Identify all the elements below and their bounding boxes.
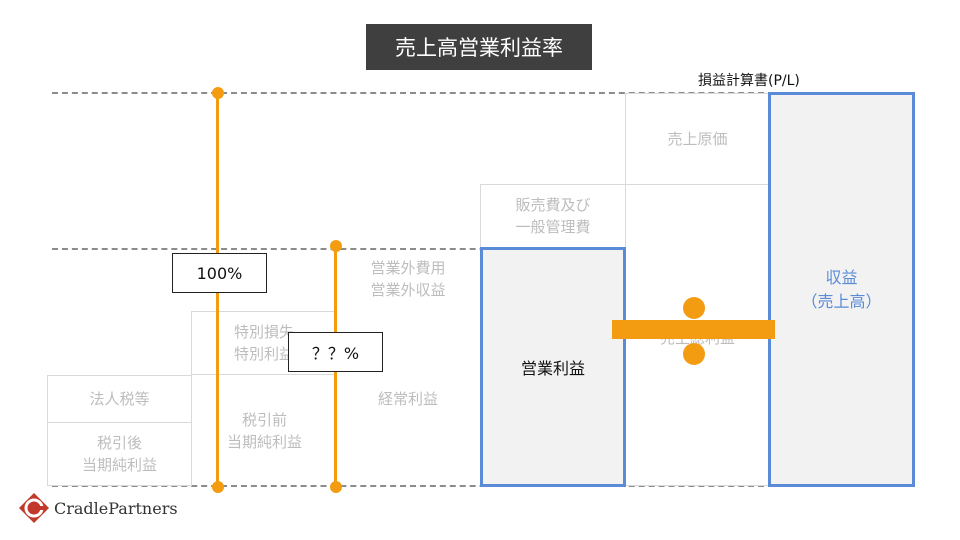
pl-statement-label: 損益計算書(P/L) (698, 73, 800, 89)
top-guide-line (52, 92, 774, 94)
net-profit-cell: 税引後 当期純利益 (47, 422, 192, 486)
ratio-indicator-bottom-dot (330, 481, 342, 493)
non-operating-label: 営業外費用 営業外収益 (370, 259, 446, 299)
operating-profit-box: 営業利益 (480, 247, 626, 487)
revenue-box: 収益 （売上高） (768, 92, 915, 487)
division-bottom-dot (683, 343, 705, 365)
net-profit-label: 税引後 当期純利益 (81, 434, 157, 474)
logo-text: CradlePartners (54, 498, 178, 518)
sga-label: 販売費及び 一般管理費 (515, 196, 591, 236)
sga-cell: 販売費及び 一般管理費 (480, 184, 626, 248)
pretax-profit-label: 税引前 当期純利益 (226, 410, 302, 451)
ordinary-profit-cell: 経常利益 (336, 311, 480, 486)
full-height-indicator-bottom-dot (212, 481, 224, 493)
bottom-guide-line (52, 485, 774, 487)
extraordinary-label: 特別損失 特別利益 (233, 323, 294, 363)
pretax-profit-cell: 税引前 当期純利益 (191, 375, 337, 486)
corporate-tax-label: 法人税等 (89, 390, 150, 408)
cost-of-sales-label: 売上原価 (667, 130, 728, 148)
non-operating-cell: 営業外費用 営業外収益 (336, 254, 480, 304)
cradle-partners-logo: CradlePartners (18, 490, 188, 526)
operating-profit-label: 営業利益 (520, 359, 585, 378)
slide-title: 売上高営業利益率 (366, 24, 592, 70)
hundred-percent-label: 100% (172, 253, 267, 293)
full-height-indicator-top-dot (212, 87, 224, 99)
unknown-percent-label: ？？% (288, 332, 383, 372)
division-top-dot (683, 297, 705, 319)
logo-mark-icon (19, 493, 49, 523)
ratio-indicator-top-dot (330, 240, 342, 252)
corporate-tax-cell: 法人税等 (47, 375, 192, 423)
division-bar (612, 320, 775, 339)
cost-of-sales-cell: 売上原価 (625, 93, 770, 185)
ordinary-profit-label: 経常利益 (377, 389, 438, 408)
revenue-label: 収益 （売上高） (801, 267, 882, 311)
middle-guide-line (52, 248, 774, 250)
